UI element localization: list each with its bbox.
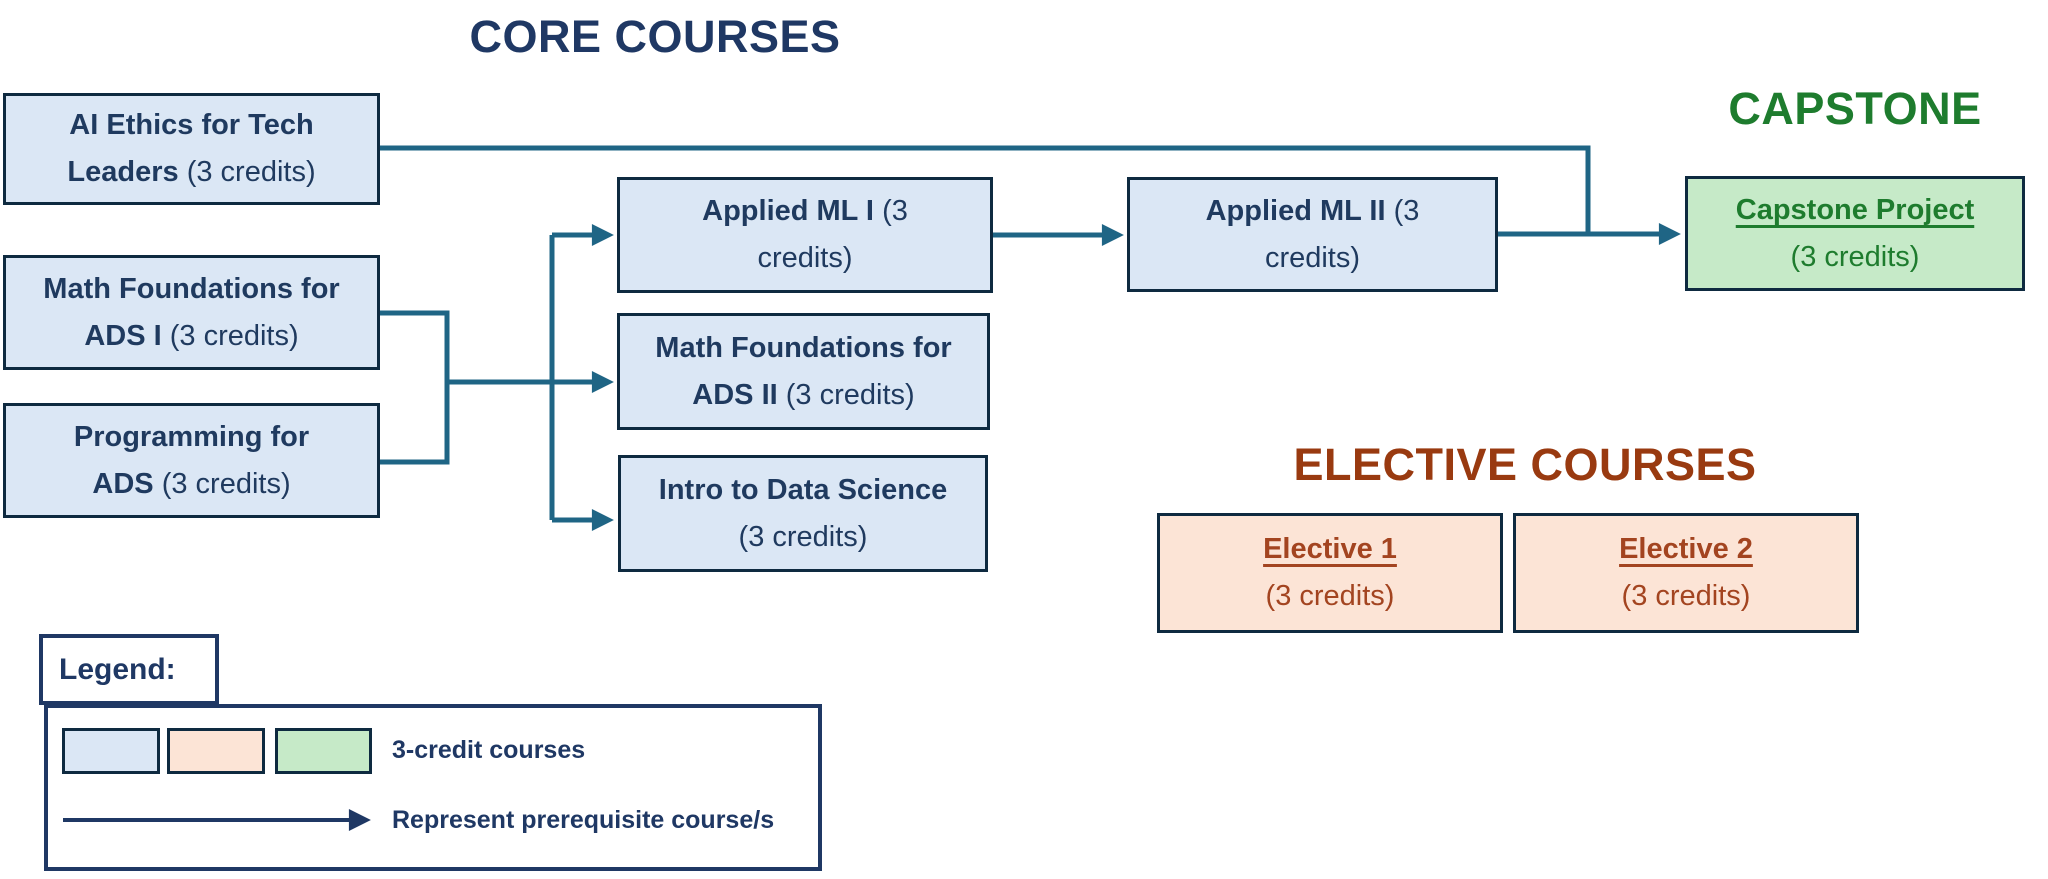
legend-swatch-label: 3-credit courses: [392, 736, 586, 764]
course-box-intro-data-science: Intro to Data Science (3 credits): [618, 455, 988, 572]
core-courses-title: CORE COURSES: [469, 11, 841, 62]
course-box-capstone-project: Capstone Project (3 credits): [1685, 176, 2025, 291]
course-label: Capstone Project (3 credits): [1735, 193, 1975, 273]
legend-title: Legend:: [59, 652, 176, 686]
connector-left-bracket: [380, 310, 450, 465]
elective-course-color-swatch: [167, 728, 265, 774]
course-box-elective-2: Elective 2 (3 credits): [1513, 513, 1859, 633]
course-label: AI Ethics for Tech Leaders (3 credits): [67, 109, 316, 188]
course-label: Applied ML I (3 credits): [702, 195, 908, 274]
course-box-applied-ml-1: Applied ML I (3 credits): [617, 177, 993, 293]
legend-panel: [44, 704, 822, 871]
course-box-applied-ml-2: Applied ML II (3 credits): [1127, 177, 1498, 292]
core-course-color-swatch: [62, 728, 160, 774]
capstone-color-swatch: [275, 728, 372, 774]
legend-arrow-label: Represent prerequisite course/s: [392, 806, 775, 834]
course-label: Math Foundations for ADS II (3 credits): [655, 331, 952, 411]
course-label: Applied ML II (3 credits): [1205, 194, 1420, 274]
course-label: Elective 1 (3 credits): [1263, 533, 1397, 612]
legend-tab: Legend:: [39, 634, 219, 705]
course-box-programming: Programming for ADS (3 credits): [3, 403, 380, 518]
course-box-math-foundations-2: Math Foundations for ADS II (3 credits): [617, 313, 990, 430]
course-label: Math Foundations for ADS I (3 credits): [43, 272, 340, 352]
capstone-title: CAPSTONE: [1728, 83, 1982, 134]
connector-ai-ethics-to-capstone: [380, 145, 1591, 234]
course-box-elective-1: Elective 1 (3 credits): [1157, 513, 1503, 633]
elective-courses-title: ELECTIVE COURSES: [1293, 439, 1757, 490]
course-label: Programming for ADS (3 credits): [73, 420, 310, 500]
course-label: Elective 2 (3 credits): [1619, 533, 1753, 612]
course-label: Intro to Data Science (3 credits): [658, 473, 948, 553]
course-box-ai-ethics: AI Ethics for Tech Leaders (3 credits): [3, 93, 380, 205]
course-box-math-foundations-1: Math Foundations for ADS I (3 credits): [3, 255, 380, 370]
